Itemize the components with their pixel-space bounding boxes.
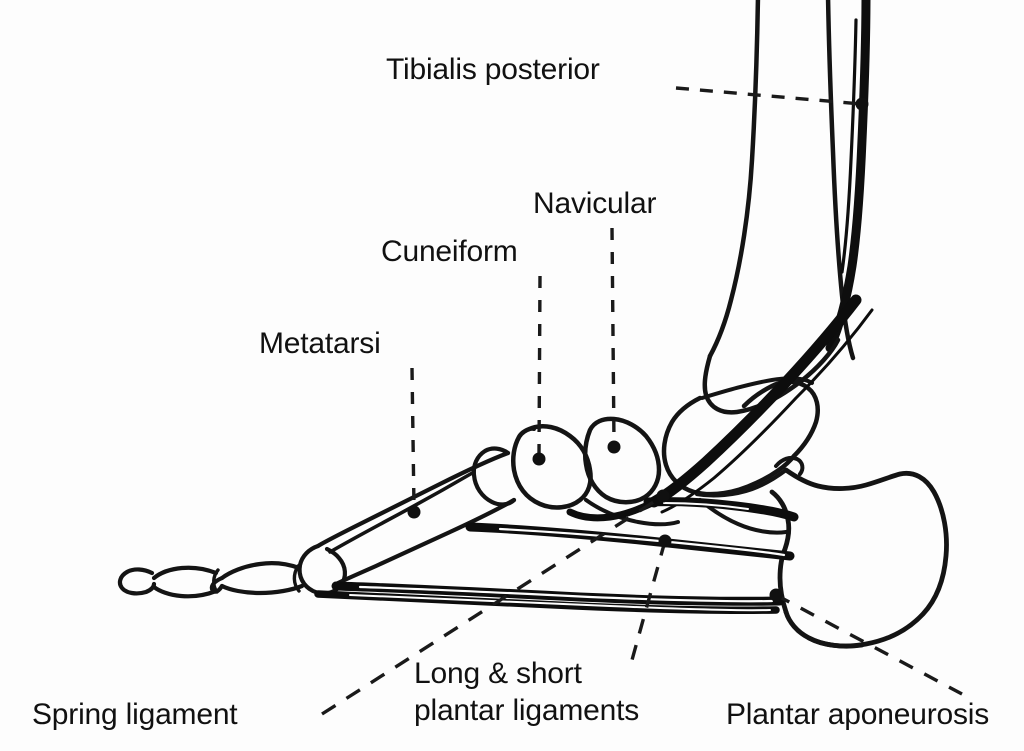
middle-phalanx-bone	[151, 565, 219, 581]
label-long-short-plantar-ligaments-line1: Long & short	[414, 657, 582, 690]
short-plantar-ligament-band	[465, 522, 795, 561]
plantar-aponeurosis-highlight	[349, 594, 771, 612]
talus-inferior-border	[694, 467, 789, 498]
sustentaculum-tali	[774, 455, 805, 476]
toe-joint-line-1	[212, 568, 220, 594]
distal-phalanx-bone	[117, 567, 157, 596]
spring-ligament-band-highlight	[663, 502, 749, 510]
calcaneus-tuberosity	[806, 635, 865, 649]
marker-cuneiform	[532, 452, 546, 466]
talus-head-outline	[741, 379, 820, 459]
cuneiform-notch	[517, 426, 536, 439]
leader-spring-ligament	[321, 494, 664, 716]
leader-tibialis-posterior	[675, 86, 863, 106]
label-cuneiform: Cuneiform	[381, 235, 518, 268]
cuboid-bone	[584, 498, 680, 527]
navicular-bone	[582, 416, 662, 505]
marker-tibialis-posterior	[855, 97, 869, 111]
leader-navicular	[610, 227, 616, 444]
leader-long-short-plantar	[630, 540, 667, 661]
tibialis-posterior-tendon-edge	[660, 308, 874, 514]
middle-phalanx-lower	[151, 584, 219, 599]
metatarsal-bone	[315, 450, 511, 549]
distal-tibia-outline	[702, 337, 841, 415]
proximal-phalanx-lower	[219, 583, 305, 596]
tibialis-posterior-tendon	[825, 0, 871, 353]
tibia-bone	[707, 0, 761, 359]
tibialis-posterior-tendon-inner	[840, 18, 858, 274]
marker-metatarsi	[407, 505, 421, 519]
label-plantar-aponeurosis: Plantar aponeurosis	[726, 698, 990, 731]
label-tibialis-posterior: Tibialis posterior	[386, 53, 600, 86]
metatarsal-base	[471, 446, 517, 507]
metatarsal-bone-lower	[333, 497, 517, 587]
cuneiform-bone	[510, 424, 593, 510]
proximal-phalanx-bone	[219, 561, 302, 581]
tibialis-posterior-insertion	[566, 498, 658, 522]
marker-plantar-aponeurosis	[769, 588, 783, 602]
talus-trochlea-ridge	[700, 376, 814, 400]
long-plantar-ligament-highlight	[358, 585, 774, 603]
second-metatarsal-bone	[328, 470, 476, 554]
leader-plantar-aponeurosis	[775, 593, 963, 696]
tibialis-posterior-tendon-band	[648, 294, 862, 508]
label-spring-ligament: Spring ligament	[32, 698, 238, 731]
leader-cuneiform	[537, 275, 542, 456]
marker-long-short-plantar	[658, 534, 672, 548]
spring-ligament-band	[643, 497, 799, 522]
label-metatarsi: Metatarsi	[259, 327, 381, 360]
leader-metatarsi	[410, 367, 416, 509]
calcaneus-sinus-tarsi	[698, 498, 788, 535]
label-long-short-plantar-ligaments-line2: plantar ligaments	[414, 694, 640, 727]
label-navicular: Navicular	[533, 187, 657, 220]
marker-navicular	[607, 440, 621, 454]
fibula-bone	[825, 0, 856, 361]
calcaneus-bone	[783, 467, 949, 649]
toe-joint-line-2	[292, 564, 301, 593]
marker-spring-ligament	[656, 489, 670, 503]
short-plantar-ligament-highlight	[498, 527, 786, 557]
